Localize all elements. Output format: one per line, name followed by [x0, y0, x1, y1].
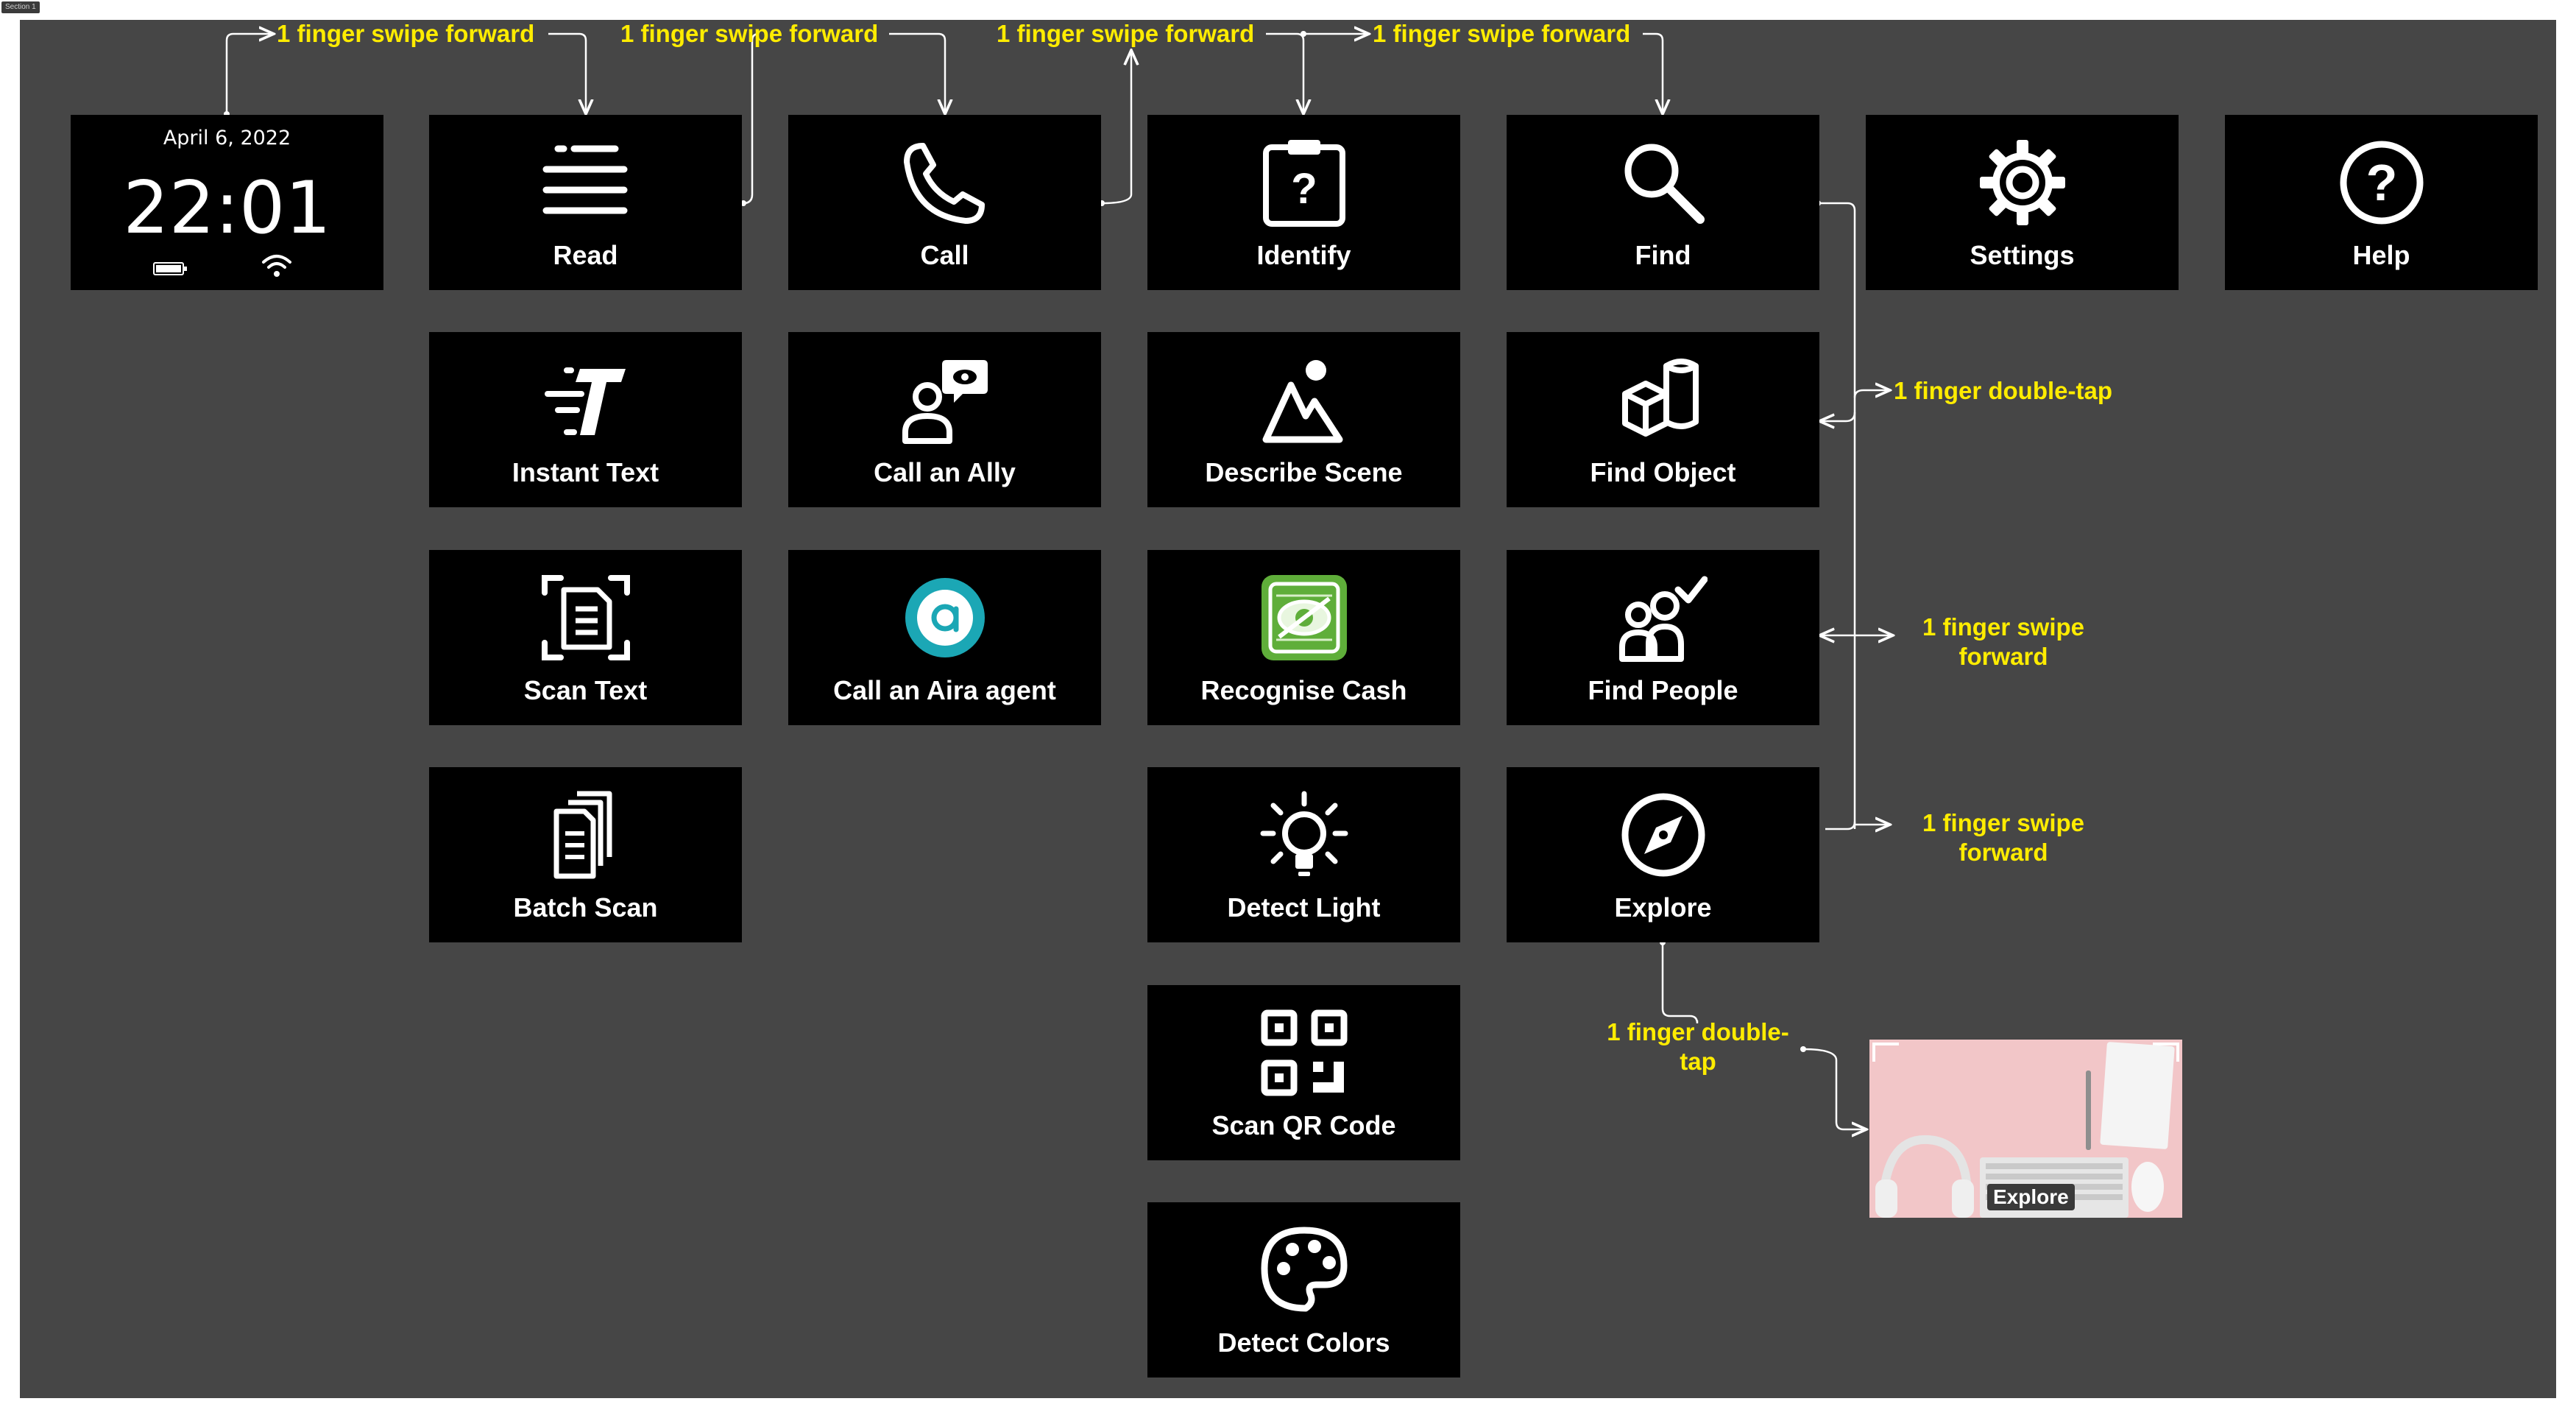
detect-light-label: Detect Light	[1227, 892, 1381, 923]
connector-identify-to-find-2	[1643, 32, 1663, 114]
explore-screen: Explore	[1869, 1040, 2182, 1218]
connector-clock-to-read	[225, 34, 274, 114]
phone-icon	[903, 143, 985, 224]
explore-label: Explore	[1614, 892, 1712, 923]
explore-tile[interactable]: Explore	[1507, 767, 1819, 942]
recognise-cash-tile[interactable]: Recognise Cash	[1147, 550, 1460, 725]
find-people-tile[interactable]: Find People	[1507, 550, 1819, 725]
help-label: Help	[2352, 240, 2410, 270]
annotation-swipe-4: 1 finger swipe forward	[1373, 20, 1631, 47]
palette-icon	[1261, 1227, 1347, 1312]
call-ally-label: Call an Ally	[874, 457, 1016, 487]
instant-text-label: Instant Text	[512, 457, 659, 487]
clock-time: 22:01	[123, 166, 331, 250]
section-label: Section 1	[1, 1, 40, 13]
find-object-label: Find Object	[1590, 457, 1736, 487]
batch-scan-label: Batch Scan	[513, 892, 658, 923]
call-aira-tile[interactable]: Call an Aira agent	[788, 550, 1101, 725]
describe-scene-label: Describe Scene	[1205, 457, 1403, 487]
batch-scan-tile[interactable]: Batch Scan	[429, 767, 742, 942]
scan-text-label: Scan Text	[523, 675, 648, 705]
mountain-sun-icon	[1262, 360, 1342, 443]
annotation-swipe-2: 1 finger swipe forward	[620, 20, 879, 47]
find-label: Find	[1635, 240, 1691, 270]
stacked-documents-icon	[553, 791, 612, 879]
settings-label: Settings	[1970, 240, 2075, 270]
annotation-swipe-3: 1 finger swipe forward	[997, 20, 1255, 47]
read-tile[interactable]: Read	[429, 115, 742, 290]
connector-read-to-call-2	[889, 32, 945, 114]
banknote-eye-icon	[1261, 575, 1347, 660]
detect-colors-tile[interactable]: Detect Colors	[1147, 1202, 1460, 1378]
wifi-icon	[262, 255, 291, 277]
question-circle-icon: ?	[2340, 141, 2423, 225]
read-label: Read	[553, 240, 618, 270]
scan-qr-label: Scan QR Code	[1211, 1110, 1396, 1140]
instant-text-tile[interactable]: Instant Text	[429, 332, 742, 507]
compass-icon	[1621, 793, 1705, 877]
svg-text:?: ?	[1291, 165, 1317, 213]
clipboard-question-icon: ?	[1262, 140, 1345, 227]
detect-colors-label: Detect Colors	[1217, 1327, 1390, 1358]
annotation-swipe-1: 1 finger swipe forward	[277, 20, 535, 47]
recognise-cash-label: Recognise Cash	[1200, 675, 1407, 705]
connector-call-to-identify-2	[1266, 32, 1303, 114]
person-speech-icon	[902, 360, 988, 444]
identify-tile[interactable]: ? Identify	[1147, 115, 1460, 290]
annotation-double-tap-find: 1 finger double-tap	[1894, 377, 2112, 404]
connector-find-branch	[1818, 202, 1856, 830]
document-scan-icon	[541, 575, 630, 660]
aira-logo-icon	[905, 578, 985, 657]
fast-text-icon	[544, 367, 626, 435]
battery-icon	[153, 262, 187, 275]
call-aira-label: Call an Aira agent	[833, 675, 1056, 705]
clock-screen: April 6, 2022 22:01	[71, 115, 383, 290]
connector-call-to-identify	[1101, 50, 1131, 205]
svg-text:?: ?	[2366, 154, 2397, 211]
connector-explore-to-screen	[1802, 1048, 1866, 1129]
call-ally-tile[interactable]: Call an Ally	[788, 332, 1101, 507]
find-tile[interactable]: Find	[1507, 115, 1819, 290]
settings-tile[interactable]: Settings	[1866, 115, 2179, 290]
help-tile[interactable]: ? Help	[2225, 115, 2538, 290]
scan-text-tile[interactable]: Scan Text	[429, 550, 742, 725]
connector-find-to-find-object	[1819, 412, 1856, 421]
gear-icon	[1979, 140, 2065, 225]
qr-code-icon	[1261, 1009, 1347, 1096]
people-check-icon	[1618, 576, 1708, 662]
magnifier-icon	[1624, 144, 1705, 224]
describe-scene-tile[interactable]: Describe Scene	[1147, 332, 1460, 507]
clock-date: April 6, 2022	[163, 127, 291, 149]
lines-icon	[542, 145, 627, 214]
identify-label: Identify	[1256, 240, 1351, 270]
connector-clock-to-read-2	[548, 32, 586, 114]
explore-screen-label: Explore	[1987, 1184, 2075, 1210]
connector-find-to-double-tap	[1853, 390, 1890, 398]
connector-explore-to-label	[1661, 942, 1699, 1024]
annotation-double-tap-explore: 1 finger double-tap	[1607, 1018, 1789, 1075]
find-people-label: Find People	[1588, 675, 1738, 705]
find-object-tile[interactable]: Find Object	[1507, 332, 1819, 507]
call-tile[interactable]: Call	[788, 115, 1101, 290]
cube-cylinder-icon	[1621, 359, 1699, 437]
connector-read-to-call	[743, 32, 760, 205]
detect-light-tile[interactable]: Detect Light	[1147, 767, 1460, 942]
call-label: Call	[920, 240, 969, 270]
scan-qr-tile[interactable]: Scan QR Code	[1147, 985, 1460, 1160]
light-bulb-icon	[1260, 791, 1348, 876]
